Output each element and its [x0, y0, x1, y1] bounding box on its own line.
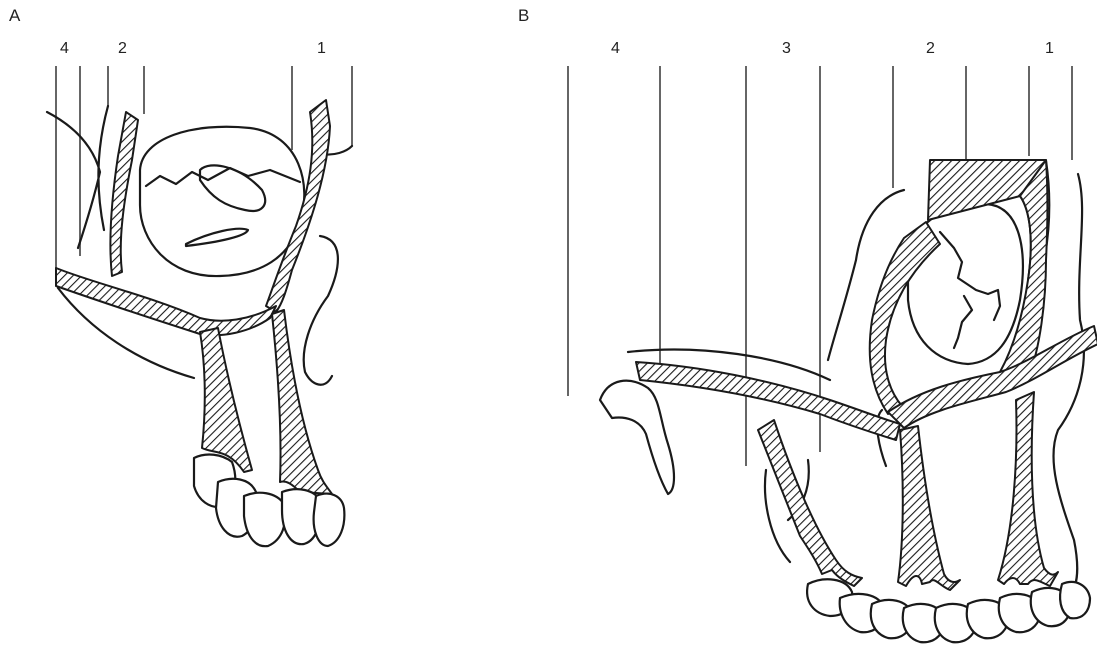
panel-b-anterior-maxillary-wall	[998, 392, 1058, 586]
panel-a-orbital-floor	[56, 268, 276, 335]
panel-b-posterior-maxillary-wall	[898, 426, 960, 590]
panel-a-orbit-slit	[186, 229, 248, 246]
panel-a-orbit-fragment	[200, 165, 265, 211]
panel-b-orbit-fracture-line	[940, 232, 1000, 348]
panel-b-drawing	[568, 66, 1097, 642]
panel-a-medial-orbital-wall	[110, 112, 138, 276]
panel-b-pterygoid-plate	[758, 420, 862, 586]
panel-a-teeth	[194, 455, 344, 547]
panel-a-lateral-maxillary-wall	[272, 310, 332, 494]
panel-a-orbit-fracture-line	[146, 168, 300, 186]
panel-a-lateral-orbital-wall	[266, 100, 330, 312]
panel-b-orbital-floor	[888, 326, 1097, 428]
panel-a-drawing	[47, 66, 352, 546]
panel-a-medial-maxillary-wall	[200, 328, 252, 472]
panel-b-medial-orbital-wall	[870, 222, 940, 414]
